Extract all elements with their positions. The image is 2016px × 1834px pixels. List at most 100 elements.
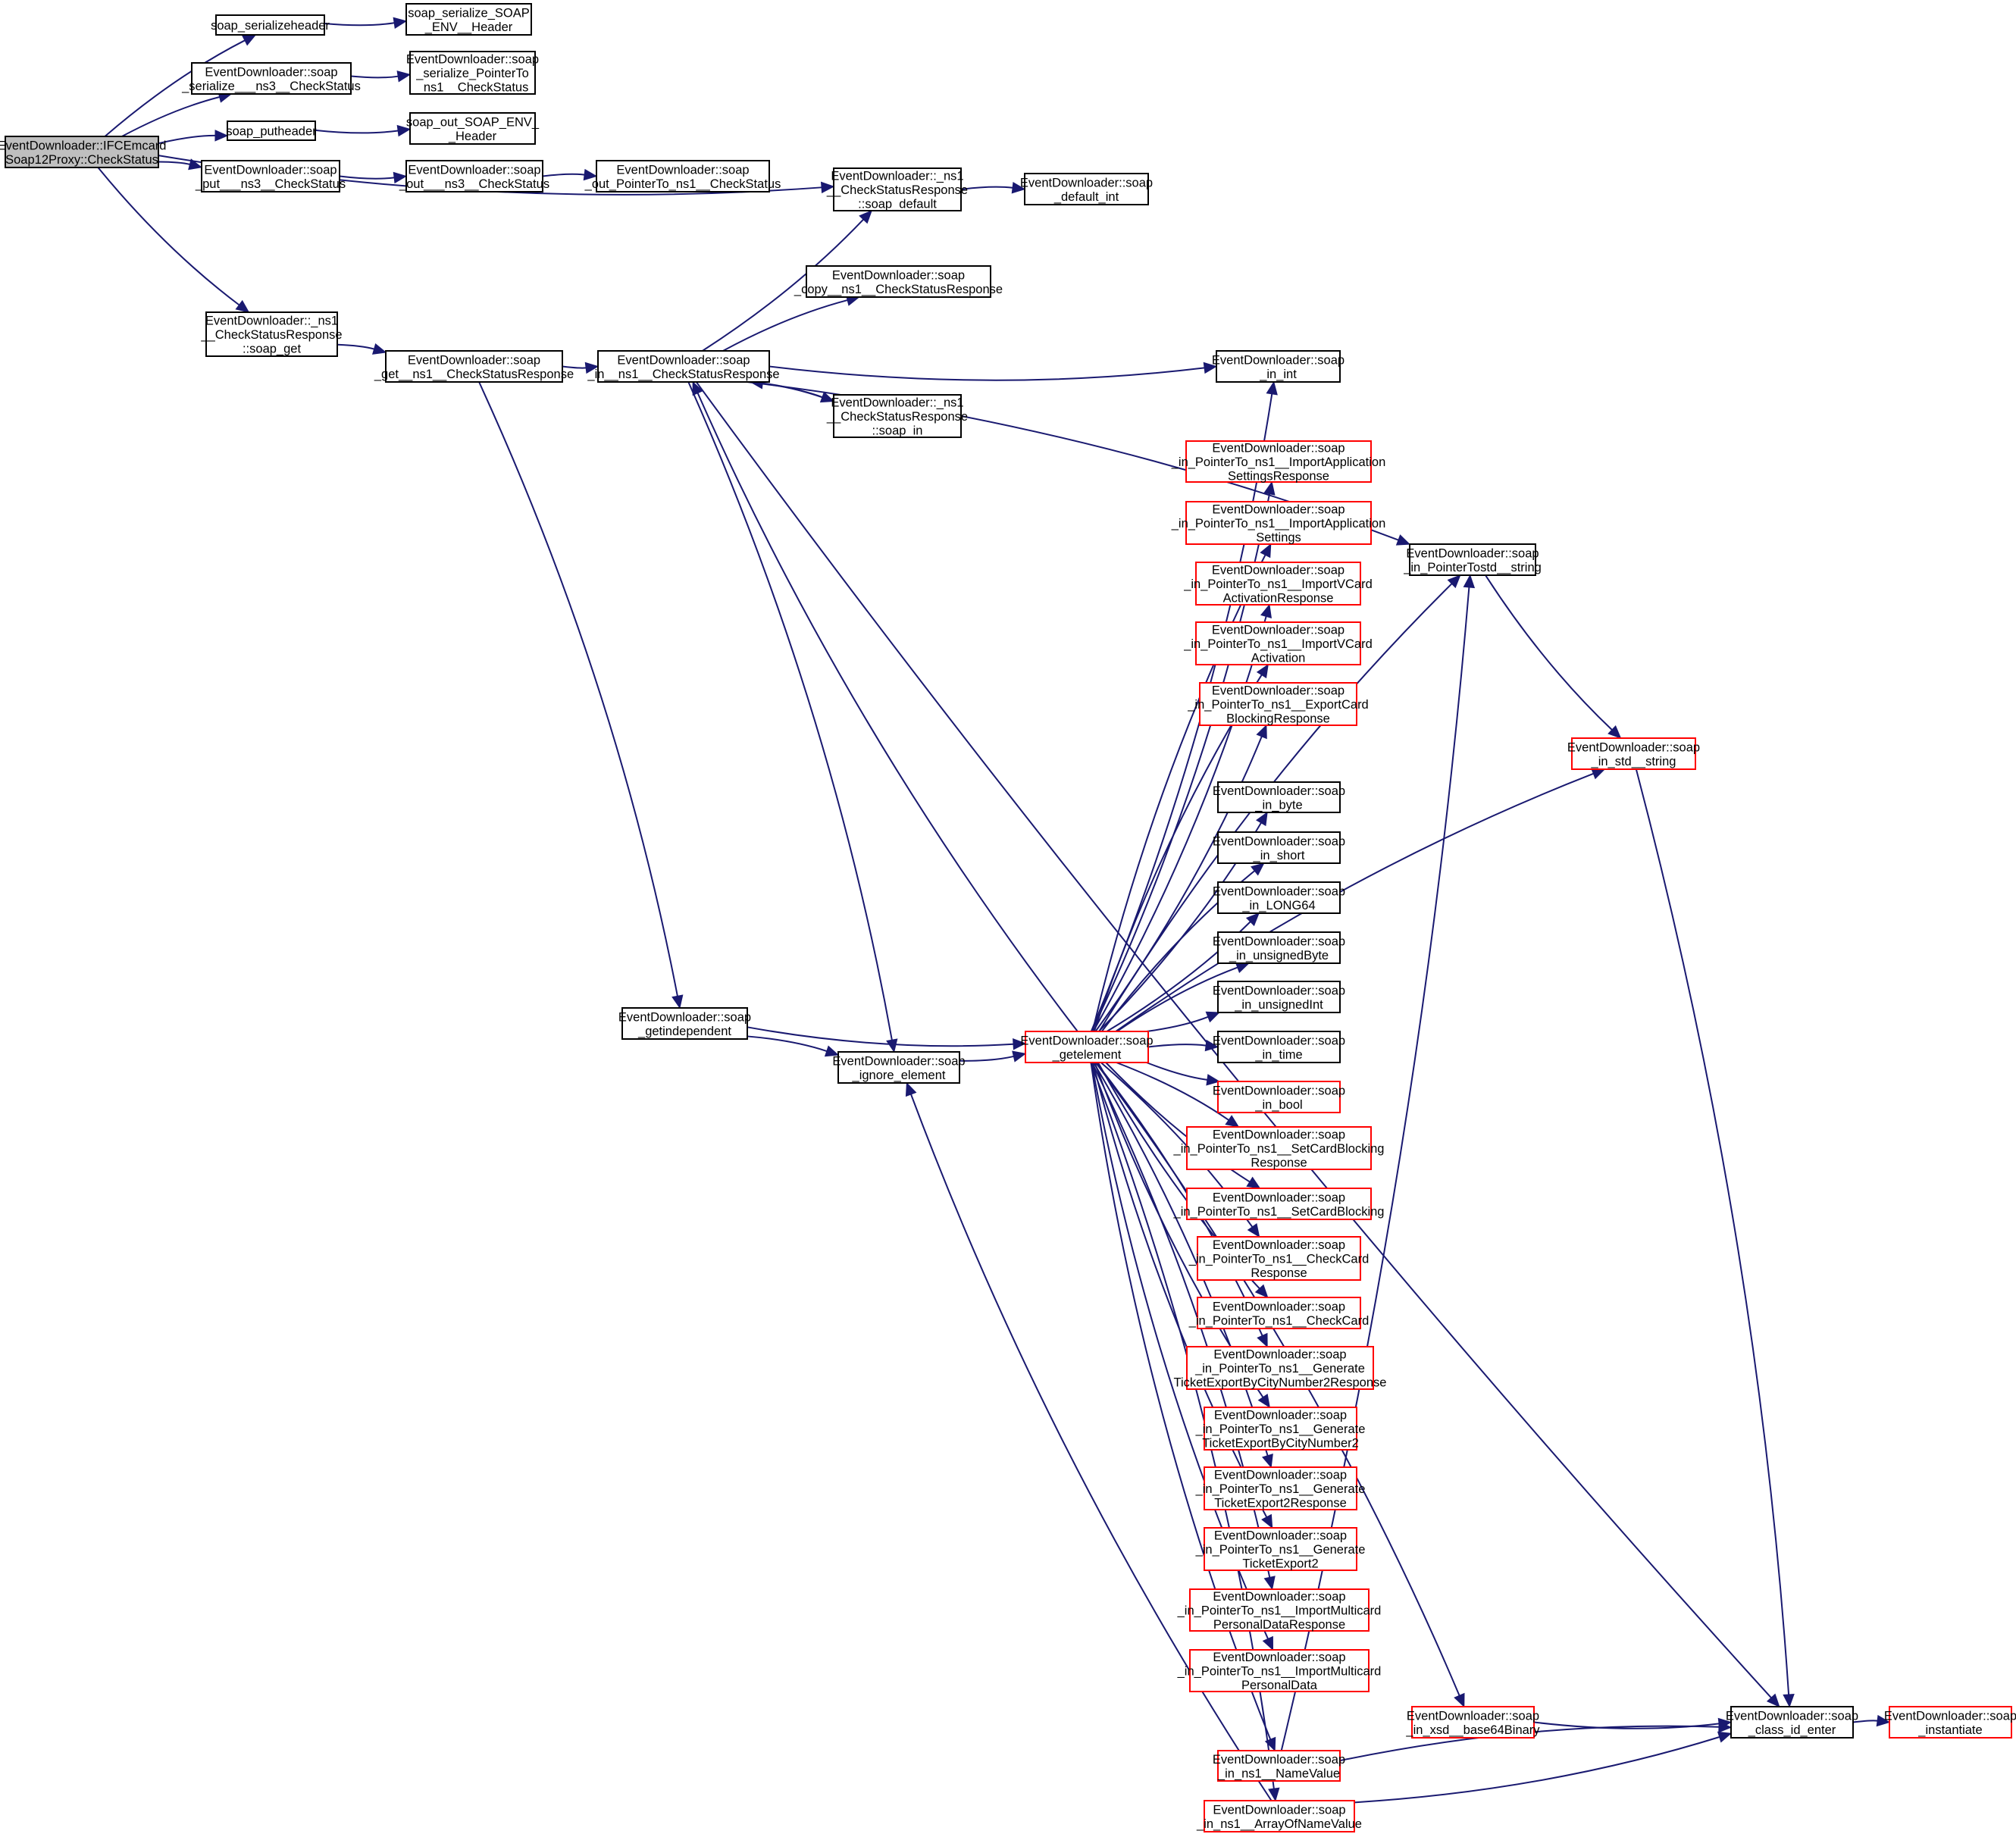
node-box[interactable] xyxy=(1195,562,1361,606)
node-soap-in[interactable]: EventDownloader::_ns1__CheckStatusRespon… xyxy=(826,394,968,438)
node-box[interactable] xyxy=(1204,1527,1357,1571)
node-in-int[interactable]: EventDownloader::soap_in_int xyxy=(1212,350,1345,383)
node-box[interactable] xyxy=(1217,931,1341,964)
node-box[interactable] xyxy=(385,350,563,383)
node-box[interactable] xyxy=(1186,1126,1372,1170)
node-box[interactable] xyxy=(409,112,536,145)
node-soap-get[interactable]: EventDownloader::_ns1__CheckStatusRespon… xyxy=(200,311,343,357)
node-box[interactable] xyxy=(1204,1800,1355,1832)
node-serialize-env-header[interactable]: soap_serialize_SOAP_ENV__Header xyxy=(405,3,532,36)
node-box[interactable] xyxy=(1025,1031,1149,1063)
node-p-gen-city-resp[interactable]: EventDownloader::soap_in_PointerTo_ns1__… xyxy=(1174,1346,1387,1390)
node-p-setblock[interactable]: EventDownloader::soap_in_PointerTo_ns1__… xyxy=(1173,1188,1385,1220)
node-p-export-block-resp[interactable]: EventDownloader::soap_in_PointerTo_ns1__… xyxy=(1187,682,1369,726)
node-in-short[interactable]: EventDownloader::soap_in_short xyxy=(1213,831,1345,864)
node-p-import-app[interactable]: EventDownloader::soap_in_PointerTo_ns1__… xyxy=(1171,501,1386,545)
node-box[interactable] xyxy=(837,1051,960,1084)
node-serializeheader[interactable]: soap_serializeheader xyxy=(211,14,330,36)
node-box[interactable] xyxy=(1185,440,1372,483)
node-box[interactable] xyxy=(205,311,338,357)
node-serialize-ptr[interactable]: EventDownloader::soap_serialize_PointerT… xyxy=(406,51,539,95)
node-box[interactable] xyxy=(1730,1706,1854,1739)
node-box[interactable] xyxy=(1217,831,1341,864)
node-box[interactable] xyxy=(1216,350,1341,383)
node-in-byte[interactable]: EventDownloader::soap_in_byte xyxy=(1213,781,1345,813)
node-box[interactable] xyxy=(1204,1466,1357,1510)
node-p-setblock-resp[interactable]: EventDownloader::soap_in_PointerTo_ns1__… xyxy=(1173,1126,1385,1170)
node-box[interactable] xyxy=(201,160,340,192)
node-serialize-ns3[interactable]: EventDownloader::soap_serialize___ns3__C… xyxy=(181,62,361,95)
node-p-vcard-resp[interactable]: EventDownloader::soap_in_PointerTo_ns1__… xyxy=(1183,562,1373,606)
node-box[interactable] xyxy=(597,350,770,383)
node-box[interactable] xyxy=(1889,1706,2012,1739)
node-p-import-app-resp[interactable]: EventDownloader::soap_in_PointerTo_ns1__… xyxy=(1171,440,1386,484)
node-box[interactable] xyxy=(1217,1031,1341,1063)
node-putheader[interactable]: soap_putheader xyxy=(226,120,317,141)
node-p-multi-resp[interactable]: EventDownloader::soap_in_PointerTo_ns1__… xyxy=(1177,1588,1382,1632)
node-box[interactable] xyxy=(1409,543,1536,576)
node-box[interactable] xyxy=(1024,173,1149,205)
node-box[interactable] xyxy=(1185,501,1372,545)
node-box[interactable] xyxy=(621,1007,748,1040)
node-get-ns1[interactable]: EventDownloader::soap_get__ns1__CheckSta… xyxy=(374,350,574,383)
node-box[interactable] xyxy=(1197,1297,1361,1329)
node-box[interactable] xyxy=(1411,1706,1535,1739)
node-default-int[interactable]: EventDownloader::soap_default_int xyxy=(1020,173,1153,205)
node-box[interactable] xyxy=(1189,1588,1370,1632)
node-out-env-header[interactable]: soap_out_SOAP_ENV__Header xyxy=(406,112,540,145)
node-box[interactable] xyxy=(409,51,536,95)
node-box[interactable] xyxy=(1217,981,1341,1013)
node-p-checkcard-resp[interactable]: EventDownloader::soap_in_PointerTo_ns1__… xyxy=(1188,1236,1370,1281)
node-p-checkcard[interactable]: EventDownloader::soap_in_PointerTo_ns1__… xyxy=(1188,1297,1370,1329)
node-box[interactable] xyxy=(1186,1188,1372,1220)
node-box[interactable] xyxy=(1217,881,1341,914)
node-box[interactable] xyxy=(405,3,532,36)
node-copy[interactable]: EventDownloader::soap_copy__ns1__CheckSt… xyxy=(794,265,1003,298)
node-box[interactable] xyxy=(1571,737,1696,770)
node-in-std-string[interactable]: EventDownloader::soap_in_std__string xyxy=(1567,737,1700,770)
node-in-ubyte[interactable]: EventDownloader::soap_in_unsignedByte xyxy=(1213,931,1345,964)
node-box[interactable] xyxy=(405,160,543,192)
node-class-id-enter[interactable]: EventDownloader::soap_class_id_enter xyxy=(1726,1706,1858,1739)
node-out-ptr[interactable]: EventDownloader::soap_out_PointerTo_ns1_… xyxy=(584,160,781,192)
node-box[interactable] xyxy=(1195,621,1361,665)
node-out-ns3[interactable]: EventDownloader::soap_out___ns3__CheckSt… xyxy=(399,160,549,192)
node-p-gen2-resp[interactable]: EventDownloader::soap_in_PointerTo_ns1__… xyxy=(1195,1466,1366,1510)
node-soap-default[interactable]: EventDownloader::_ns1__CheckStatusRespon… xyxy=(826,167,968,211)
node-getelement[interactable]: EventDownloader::soap_getelement xyxy=(1020,1031,1154,1063)
node-getindependent[interactable]: EventDownloader::soap_getindependent xyxy=(618,1007,751,1040)
node-box[interactable] xyxy=(5,136,159,168)
node-in-long64[interactable]: EventDownloader::soap_in_LONG64 xyxy=(1213,881,1345,914)
node-box[interactable] xyxy=(1204,1407,1357,1451)
node-in-base64[interactable]: EventDownloader::soap_in_xsd__base64Bina… xyxy=(1405,1706,1540,1739)
node-box[interactable] xyxy=(833,394,962,438)
node-box[interactable] xyxy=(1217,781,1341,813)
node-box[interactable] xyxy=(1189,1649,1370,1692)
node-put-ns3[interactable]: EventDownloader::soap_put___ns3__CheckSt… xyxy=(195,160,346,192)
node-in-uint[interactable]: EventDownloader::soap_in_unsignedInt xyxy=(1213,981,1345,1013)
node-box[interactable] xyxy=(806,265,991,298)
node-box[interactable] xyxy=(191,62,352,95)
node-p-vcard[interactable]: EventDownloader::soap_in_PointerTo_ns1__… xyxy=(1183,621,1373,665)
node-box[interactable] xyxy=(1199,682,1357,726)
node-box[interactable] xyxy=(1217,1081,1341,1113)
node-box[interactable] xyxy=(833,167,962,211)
node-box[interactable] xyxy=(1186,1346,1374,1390)
node-box[interactable] xyxy=(596,160,770,192)
node-p-gen2[interactable]: EventDownloader::soap_in_PointerTo_ns1__… xyxy=(1195,1527,1366,1571)
node-in-namevalue[interactable]: EventDownloader::soap_in_ns1__NameValue xyxy=(1213,1750,1345,1782)
node-in-array-nv[interactable]: EventDownloader::soap_in_ns1__ArrayOfNam… xyxy=(1196,1800,1362,1832)
node-box[interactable] xyxy=(1197,1236,1361,1281)
node-p-gen-city[interactable]: EventDownloader::soap_in_PointerTo_ns1__… xyxy=(1195,1407,1366,1451)
node-in-bool[interactable]: EventDownloader::soap_in_bool xyxy=(1213,1081,1345,1113)
node-box[interactable] xyxy=(227,120,316,141)
node-ignore-element[interactable]: EventDownloader::soap_ignore_element xyxy=(832,1051,966,1084)
node-p-multi[interactable]: EventDownloader::soap_in_PointerTo_ns1__… xyxy=(1177,1649,1382,1692)
node-in-ns1[interactable]: EventDownloader::soap_in__ns1__CheckStat… xyxy=(587,350,780,383)
node-ptr-std-string[interactable]: EventDownloader::soap_in_PointerTostd__s… xyxy=(1403,543,1542,576)
node-in-time[interactable]: EventDownloader::soap_in_time xyxy=(1213,1031,1345,1063)
node-box[interactable] xyxy=(215,14,325,36)
node-box[interactable] xyxy=(1217,1750,1341,1782)
node-root[interactable]: EventDownloader::IFCEmcardSoap12Proxy::C… xyxy=(0,136,166,168)
node-instantiate[interactable]: EventDownloader::soap_instantiate xyxy=(1884,1706,2016,1739)
